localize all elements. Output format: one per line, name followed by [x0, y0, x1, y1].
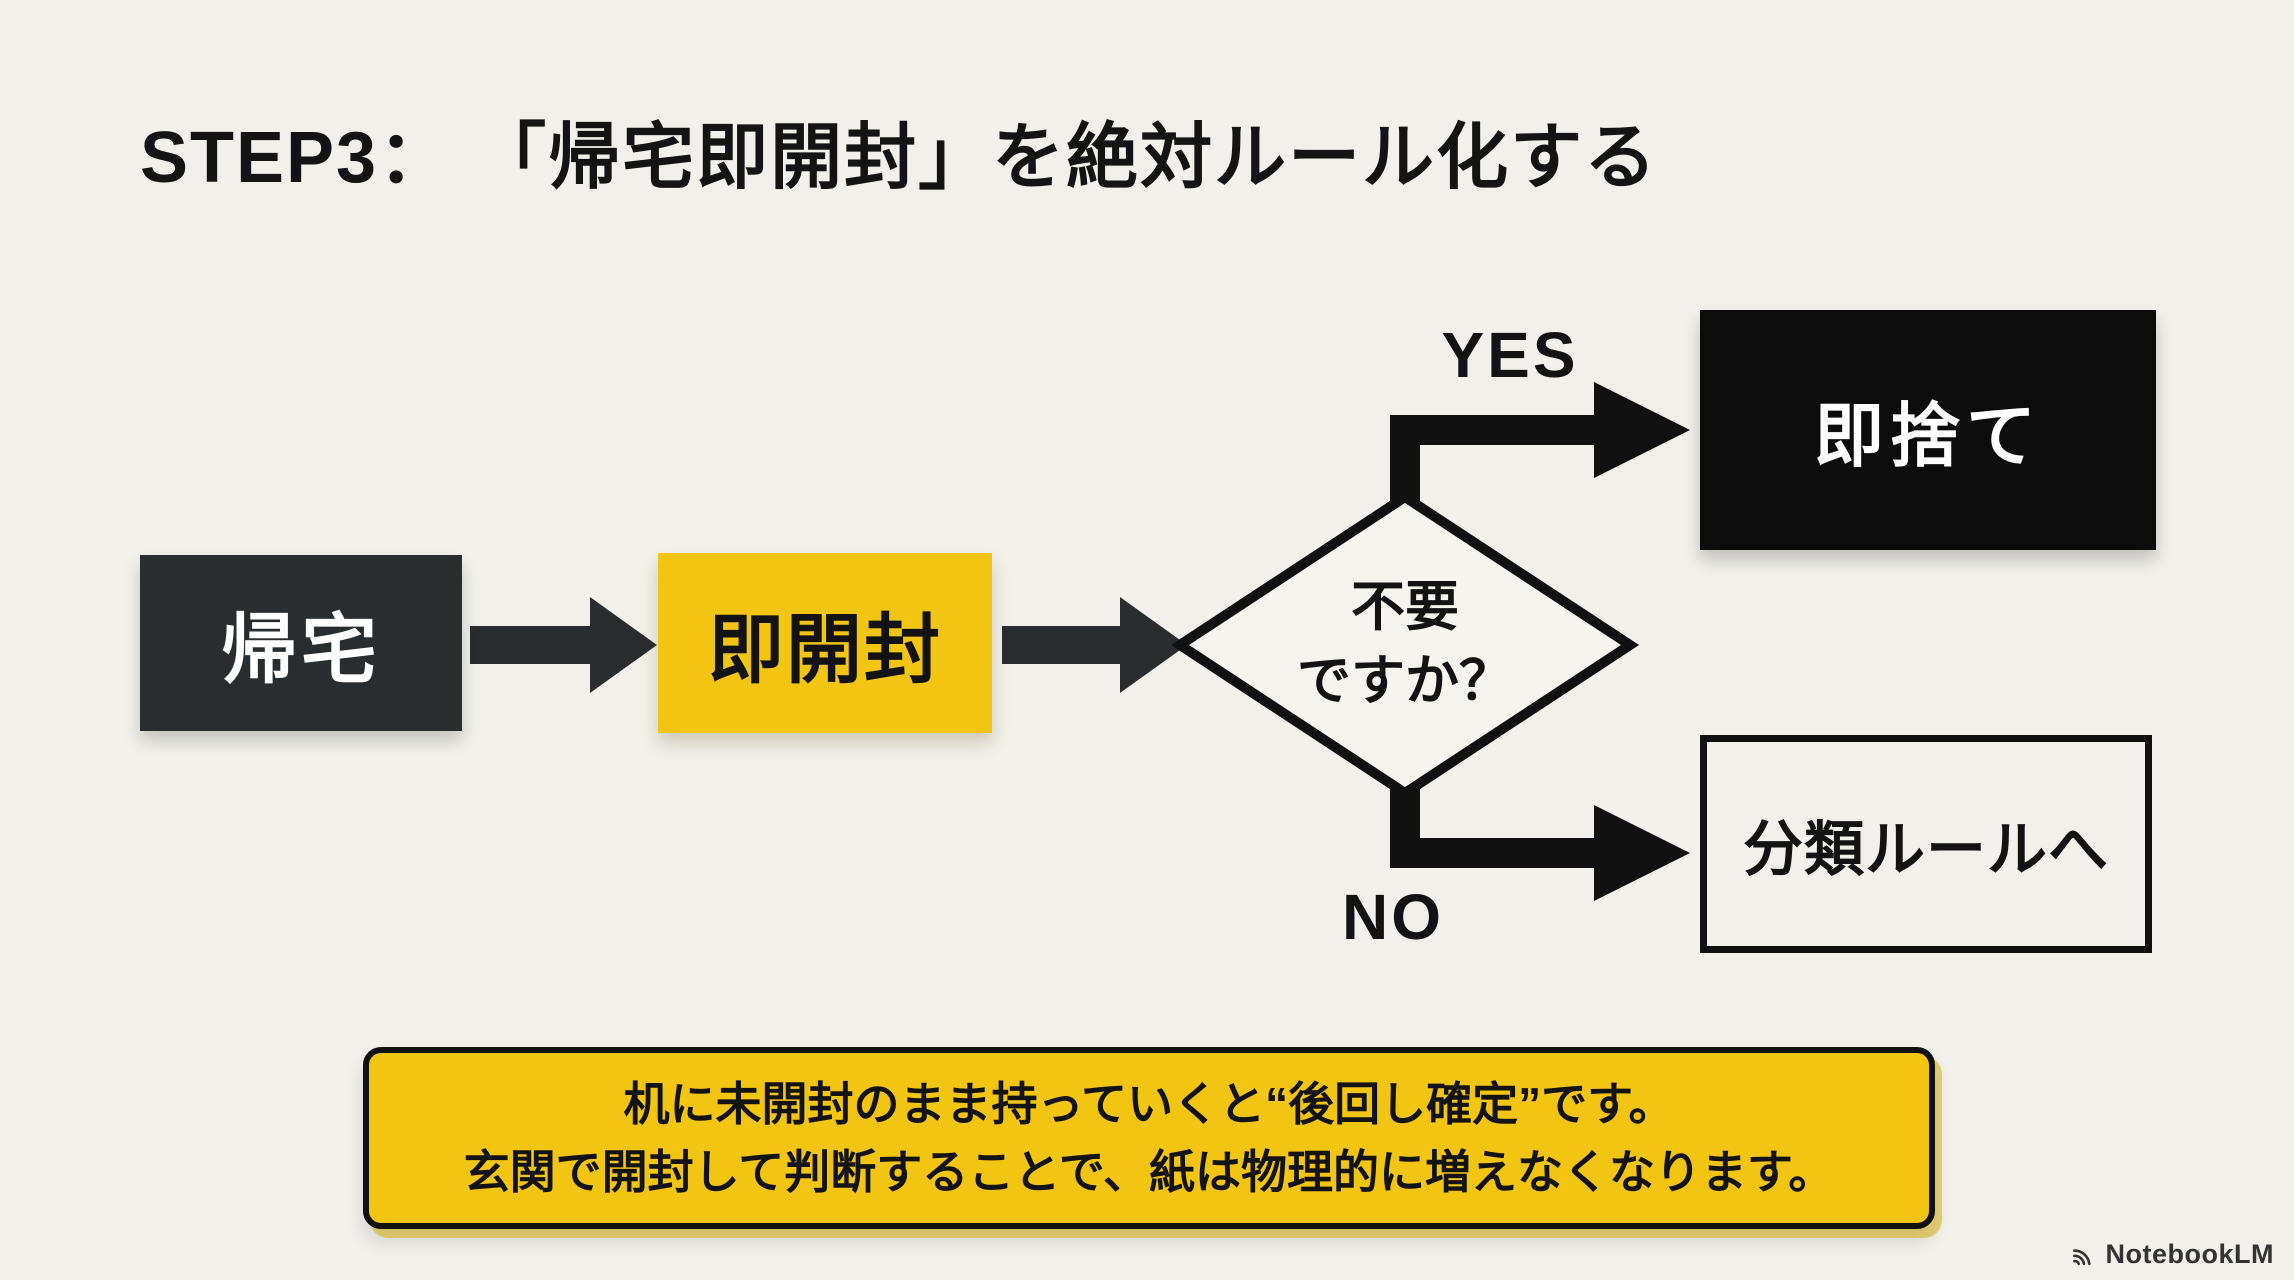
node-home: 帰宅 — [140, 555, 462, 731]
no-label: NO — [1342, 881, 1444, 953]
decision-question: 不要 ですか？ — [1255, 570, 1555, 718]
notebooklm-icon — [2072, 1248, 2091, 1265]
brand-footer: NotebookLM — [2070, 1239, 2274, 1270]
note-line-1: 机に未開封のまま持っていくと“後回し確定”です。 — [623, 1078, 1675, 1130]
node-discard-immediately: 即捨て — [1700, 310, 2156, 550]
yes-label: YES — [1441, 319, 1579, 391]
yes-connector — [1390, 382, 1690, 502]
brand-name: NotebookLM — [2105, 1239, 2274, 1269]
page-title: STEP3： 「帰宅即開封」を絶対ルール化する — [140, 118, 1659, 198]
arrow-home-to-open — [470, 597, 657, 693]
node-open-immediately: 即開封 — [658, 553, 992, 733]
arrow-open-to-decision — [1002, 597, 1187, 693]
note-line-2: 玄関で開封して判断することで、紙は物理的に増えなくなります。 — [463, 1146, 1835, 1198]
decision-question-line1: 不要 — [1351, 577, 1459, 637]
note-box: 机に未開封のまま持っていくと“後回し確定”です。 玄関で開封して判断することで、… — [363, 1047, 1935, 1229]
no-connector — [1390, 788, 1690, 901]
node-classification-rule: 分類ルールへ — [1700, 735, 2152, 953]
decision-question-line2: ですか？ — [1297, 651, 1513, 711]
